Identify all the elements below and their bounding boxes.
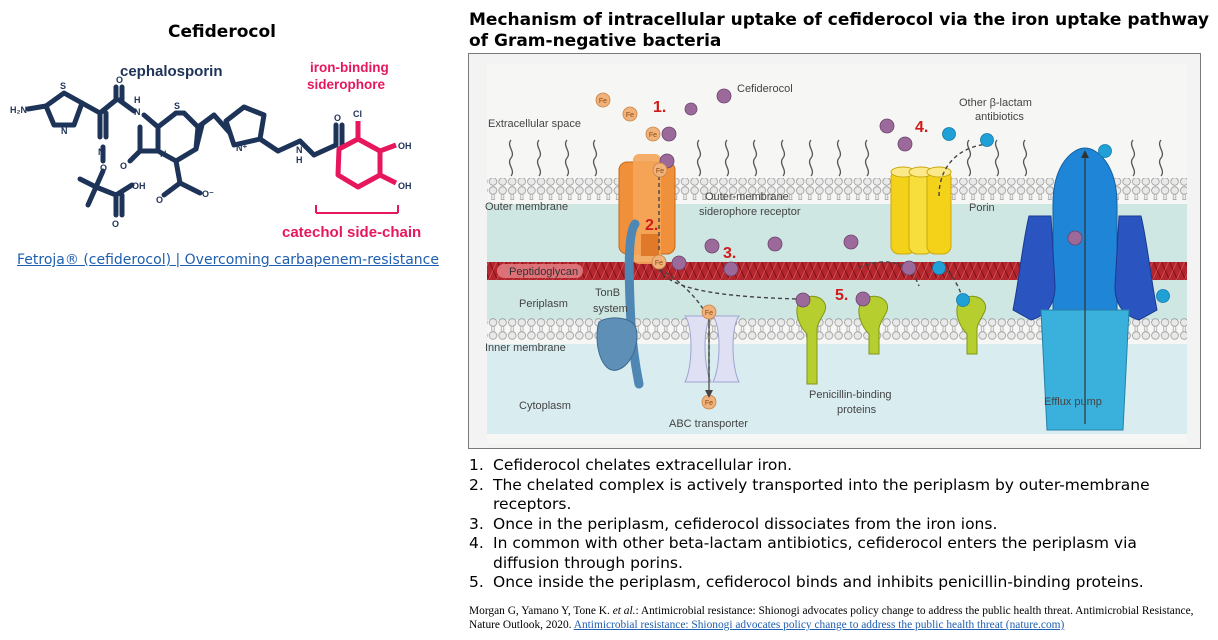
step-item: 4. In common with other beta-lactam antib… (469, 534, 1204, 573)
atom-label: O⁻ (202, 189, 214, 199)
porin-label: Porin (969, 202, 995, 214)
atom-label: O (156, 195, 163, 205)
fe-label: Fe (655, 260, 663, 267)
other-betalactam-label: antibiotics (975, 111, 1024, 123)
step-item: 2. The chelated complex is actively trans… (469, 476, 1204, 515)
fe-label: Fe (626, 112, 634, 119)
step-text: Once in the periplasm, cefiderocol disso… (493, 514, 998, 533)
step-marker-3: 3. (723, 245, 736, 262)
atom-label: O (334, 113, 341, 123)
atom-label: S (60, 81, 66, 91)
cytoplasm-label: Cytoplasm (519, 400, 571, 412)
step-marker-4: 4. (915, 119, 928, 136)
step-text: Once inside the periplasm, cefiderocol b… (493, 573, 1144, 591)
fe-label: Fe (705, 310, 713, 317)
pbp-label: Penicillin-binding (809, 389, 892, 401)
atom-label: H (296, 155, 303, 165)
atom-label: OH (132, 181, 146, 191)
step-item: 1. Cefiderocol chelates extracellular iro… (469, 456, 1204, 476)
iron-binding-label: iron-binding (310, 60, 389, 75)
periplasm-label: Periplasm (519, 298, 568, 310)
abc-label: ABC transporter (669, 418, 748, 430)
atom-label: O (100, 163, 107, 173)
cefiderocol-title: Cefiderocol (168, 22, 276, 42)
step-text: In common with other beta-lactam antibio… (493, 534, 1137, 572)
atom-label: H (134, 95, 141, 105)
other-betalactam-label: Other β-lactam (959, 97, 1032, 109)
tonb-label: TonB (595, 287, 620, 299)
receptor-label: Outer-membrane (705, 191, 789, 203)
atom-label: S (174, 101, 180, 111)
efflux-label: Efflux pump (1044, 396, 1102, 408)
citation-etal: et al. (612, 605, 636, 617)
atom-label: N⁺ (236, 143, 247, 153)
cefiderocol-structure: H₂N S N O H N S N O N O O OH O O⁻ N⁺ O N… (10, 60, 421, 240)
pbp-label: proteins (837, 404, 877, 416)
citation-body: : Antimicrobial resistance: Shionogi adv… (469, 605, 1194, 631)
atom-label: N (296, 145, 303, 155)
step-marker-5: 5. (835, 287, 848, 304)
atom-label: OH (398, 181, 412, 191)
step-number: 3. (469, 514, 484, 533)
atom-label: H₂N (10, 105, 27, 115)
atom-label: N (134, 107, 141, 117)
step-item: 3. Once in the periplasm, cefiderocol dis… (469, 515, 1204, 535)
nature-article-link[interactable]: Antimicrobial resistance: Shionogi advoc… (573, 619, 1065, 631)
fe-label: Fe (599, 98, 607, 105)
fe-label: Fe (705, 400, 713, 407)
outer-membrane-label: Outer membrane (485, 201, 568, 213)
step-text: The chelated complex is actively transpo… (493, 475, 1150, 514)
fetroja-link[interactable]: Fetroja® (cefiderocol) | Overcoming carb… (17, 252, 439, 268)
atom-label: OH (398, 141, 412, 151)
step-item: 5. Once inside the periplasm, cefiderocol… (469, 573, 1204, 593)
step-text: Cefiderocol chelates extracellular iron. (493, 456, 793, 474)
mechanism-figure: Extracellular space Outer membrane Pepti… (468, 53, 1201, 449)
porin (890, 166, 952, 255)
fe-label: Fe (656, 168, 664, 175)
step-number: 2. (469, 475, 484, 494)
penicillin-binding-proteins (796, 295, 987, 385)
citation-authors: Morgan G, Yamano Y, Tone K. (469, 605, 610, 617)
step-number: 5. (469, 573, 484, 591)
step-marker-2: 2. (645, 217, 658, 234)
cefiderocol-label: Cefiderocol (737, 83, 793, 95)
atom-label: Cl (353, 109, 362, 119)
peptidoglycan-label: Peptidoglycan (509, 266, 578, 278)
atom-label: N (160, 149, 167, 159)
step-number: 4. (469, 534, 484, 552)
atom-label: N (98, 147, 105, 157)
fe-label: Fe (649, 132, 657, 139)
steps-list: 1. Cefiderocol chelates extracellular iro… (469, 456, 1204, 593)
step-marker-1: 1. (653, 99, 666, 116)
abc-transporter (683, 315, 741, 383)
step-number: 1. (469, 456, 484, 474)
atom-label: N (61, 126, 68, 136)
atom-label: O (116, 75, 123, 85)
siderophore-label: siderophore (307, 77, 386, 92)
mechanism-title: Mechanism of intracellular uptake of cef… (469, 10, 1209, 51)
citation: Morgan G, Yamano Y, Tone K. et al.: Anti… (469, 604, 1214, 632)
extracellular-label: Extracellular space (488, 118, 581, 130)
tonb-label: system (593, 303, 628, 315)
inner-membrane-label: Inner membrane (485, 342, 566, 354)
atom-label: O (120, 161, 127, 171)
receptor-label: siderophore receptor (699, 206, 801, 218)
cephalosporin-label: cephalosporin (120, 63, 223, 80)
catechol-label: catechol side-chain (282, 224, 421, 240)
tonb-system (596, 219, 644, 389)
efflux-pump (1012, 147, 1158, 431)
atom-label: O (112, 219, 119, 229)
mechanism-diagram: Extracellular space Outer membrane Pepti… (469, 54, 1200, 448)
